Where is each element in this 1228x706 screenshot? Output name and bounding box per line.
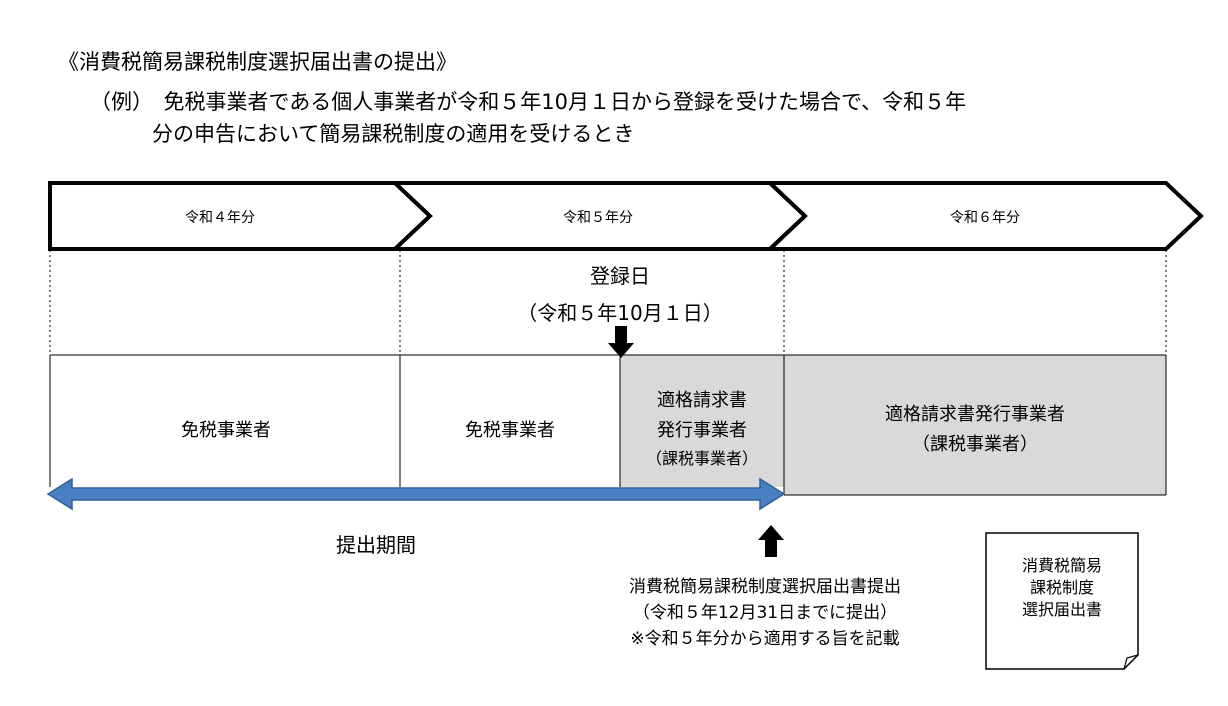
- example-text-line2: 分の申告において簡易課税制度の適用を受けるとき: [152, 122, 635, 146]
- filing-note: 消費税簡易課税制度選択届出書提出 （令和５年12月31日までに提出） ※令和５年…: [560, 574, 970, 652]
- filing-up-arrow: [758, 525, 784, 557]
- diagram-heading: 《消費税簡易課税制度選択届出書の提出》: [58, 50, 457, 74]
- example-text-line1: （例） 免税事業者である個人事業者が令和５年10月１日から登録を受けた場合で、令…: [90, 90, 967, 114]
- document-label-line3: 選択届出書: [1021, 600, 1102, 619]
- document-label-line2: 課税制度: [1029, 578, 1094, 597]
- registration-label: 登録日 （令和５年10月１日）: [470, 258, 770, 332]
- filing-period-arrow: [46, 477, 786, 511]
- status-exempt-r5: 免税事業者: [465, 420, 555, 441]
- year-label-r6: 令和６年分: [950, 210, 1020, 226]
- year-label-r4: 令和４年分: [185, 210, 255, 226]
- document-label-line1: 消費税簡易: [1021, 556, 1102, 575]
- filing-period-label: 提出期間: [336, 533, 416, 557]
- year-label-r5: 令和５年分: [563, 210, 633, 226]
- document-fold: [1123, 654, 1139, 670]
- year-chevron-r6: [764, 181, 1204, 251]
- filing-note-line2: （令和５年12月31日までに提出）: [632, 603, 898, 623]
- document-shape: [985, 532, 1139, 670]
- status-exempt-r4: 免税事業者: [181, 420, 271, 441]
- filing-note-line3: ※令和５年分から適用する旨を記載: [630, 629, 900, 649]
- status-qualified-short-line1: 適格請求書: [657, 390, 747, 411]
- registration-title: 登録日: [590, 264, 650, 288]
- status-qualified-short-line2: 発行事業者: [657, 420, 747, 441]
- registration-down-arrow: [608, 326, 634, 358]
- shaded-cell-qualified-short: [620, 355, 784, 487]
- status-qualified-short-line3: （課税事業者）: [646, 449, 758, 468]
- status-qualified-long-line2: （課税事業者）: [912, 434, 1038, 455]
- status-qualified-long-line1: 適格請求書発行事業者: [885, 404, 1065, 425]
- filing-note-line1: 消費税簡易課税制度選択届出書提出: [629, 577, 901, 597]
- shaded-cell-qualified-long: [784, 355, 1166, 495]
- document-label: 消費税簡易 課税制度 選択届出書: [986, 555, 1138, 621]
- registration-date: （令和５年10月１日）: [517, 301, 723, 325]
